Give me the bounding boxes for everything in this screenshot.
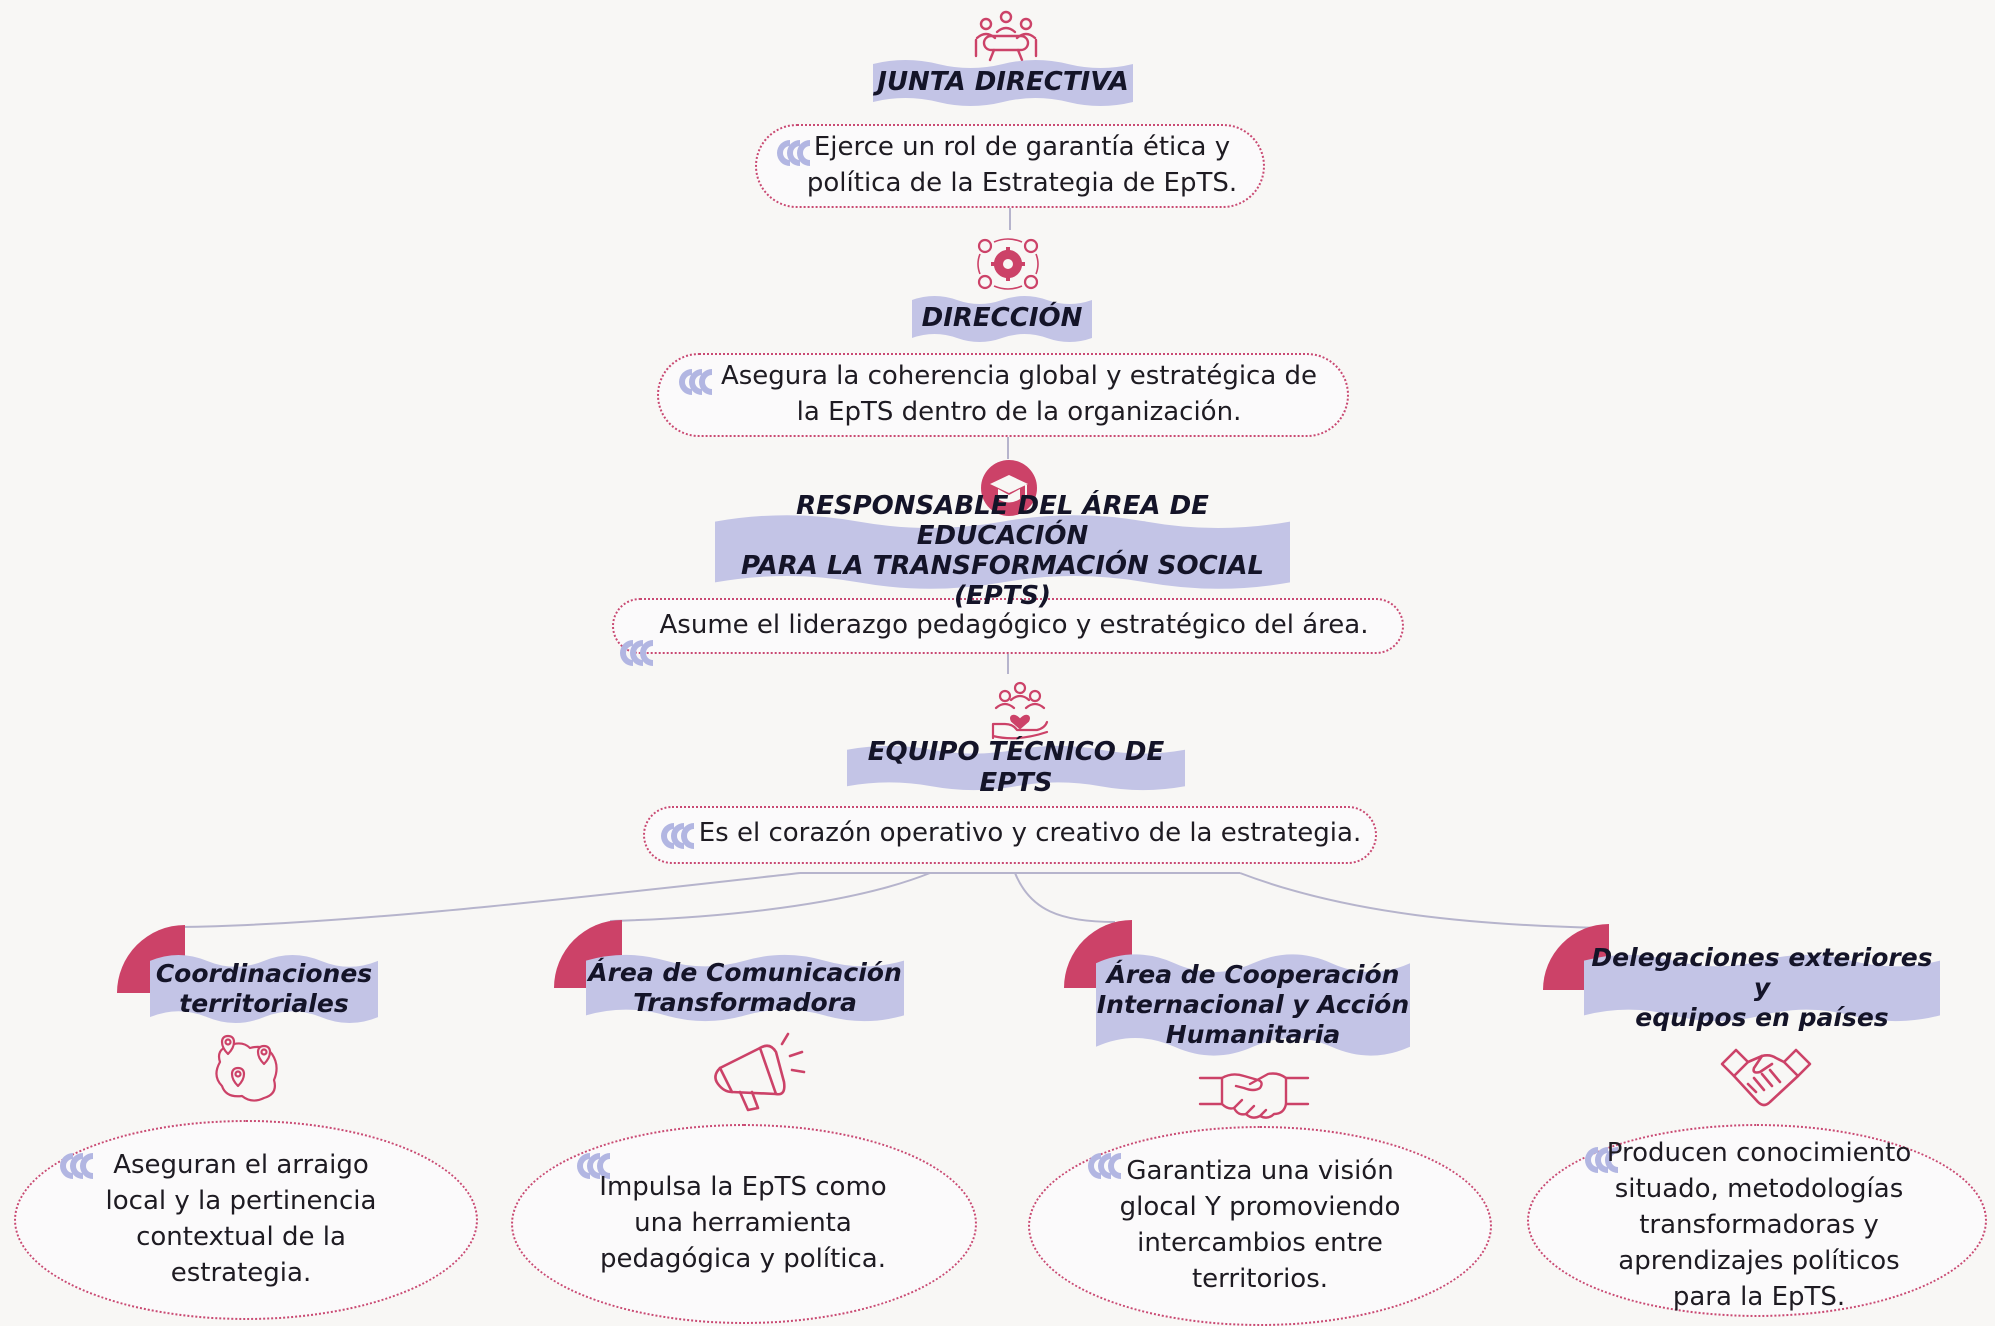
junta-directiva-title: JUNTA DIRECTIVA — [877, 67, 1129, 98]
branch-title-line: Humanitaria — [1165, 1020, 1341, 1049]
description-line: Asume el liderazgo pedagógico y estratég… — [659, 610, 1369, 640]
comunicacion-description: Impulsa la EpTS como una herramienta ped… — [511, 1124, 977, 1324]
coordinaciones-banner: Coordinaciones territoriales — [150, 952, 378, 1026]
branch-title-line: territoriales — [179, 989, 349, 1018]
description-line: una herramienta — [634, 1207, 852, 1238]
junta-directiva-description: Ejerce un rol de garantía ética y políti… — [755, 124, 1265, 208]
megaphone-icon — [710, 1030, 806, 1114]
coordinaciones-description: Aseguran el arraigo local y la pertinenc… — [14, 1120, 478, 1320]
description-line: Garantiza una visión — [1126, 1156, 1394, 1186]
branch-title-line: Delegaciones exteriores y — [1591, 943, 1933, 1002]
meeting-table-icon — [970, 8, 1042, 62]
delegaciones-banner: Delegaciones exteriores y equipos en paí… — [1584, 943, 1940, 1032]
handshake-icon — [1198, 1064, 1310, 1122]
description-line: Producen conocimiento — [1606, 1138, 1912, 1168]
branch-title-line: Transformadora — [633, 988, 857, 1017]
description-line: para la EpTS. — [1672, 1281, 1846, 1312]
description-line: intercambios entre — [1137, 1227, 1383, 1258]
delegaciones-description: Producen conocimiento situado, metodolog… — [1527, 1124, 1987, 1317]
branch-title-line: Área de Cooperación — [1106, 960, 1400, 989]
map-pins-icon — [208, 1032, 286, 1106]
branch-title-line: Coordinaciones — [155, 959, 373, 988]
responsable-title-line: PARA LA TRANSFORMACIÓN SOCIAL (EPTS) — [740, 551, 1265, 611]
connector-line — [1007, 652, 1009, 674]
cooperacion-description: Garantiza una visión glocal Y promoviend… — [1028, 1126, 1492, 1326]
description-line: transformadoras y — [1639, 1209, 1879, 1240]
description-line: Impulsa la EpTS como — [599, 1172, 887, 1202]
equipo-tecnico-description: Es el corazón operativo y creativo de la… — [643, 806, 1377, 864]
junta-directiva-banner: JUNTA DIRECTIVA — [873, 58, 1133, 108]
description-line: política de la Estrategia de EpTS. — [806, 167, 1238, 198]
comunicacion-banner: Área de Comunicación Transformadora — [586, 952, 904, 1024]
cooperacion-banner: Área de Cooperación Internacional y Acci… — [1096, 950, 1410, 1060]
description-line: aprendizajes políticos — [1618, 1245, 1900, 1276]
description-line: Es el corazón operativo y creativo de la… — [698, 818, 1362, 848]
direccion-banner: DIRECCIÓN — [912, 294, 1092, 344]
description-line: Aseguran el arraigo — [113, 1150, 369, 1180]
description-line: glocal Y promoviendo — [1119, 1191, 1401, 1222]
branch-title-line: Internacional y Acción — [1096, 990, 1410, 1019]
equipo-tecnico-title: EQUIPO TÉCNICO DE EPTS — [867, 736, 1165, 798]
branch-title-line: equipos en países — [1635, 1003, 1889, 1032]
description-line: estrategia. — [170, 1257, 312, 1288]
equipo-tecnico-banner: EQUIPO TÉCNICO DE EPTS — [847, 737, 1185, 798]
team-care-icon — [987, 680, 1053, 742]
description-line: territorios. — [1191, 1263, 1329, 1294]
quote-icon — [657, 821, 695, 851]
description-line: pedagógica y política. — [600, 1243, 886, 1274]
description-line: contextual de la — [136, 1221, 346, 1252]
direccion-title: DIRECCIÓN — [921, 303, 1083, 334]
quote-icon — [675, 367, 713, 397]
handshake-icon — [1718, 1040, 1814, 1116]
connector-line — [1007, 435, 1009, 459]
branch-title-line: Área de Comunicación — [588, 958, 902, 987]
description-line: situado, metodologías — [1614, 1173, 1904, 1204]
gear-team-icon — [972, 234, 1044, 294]
responsable-title-line: RESPONSABLE DEL ÁREA DE EDUCACIÓN — [796, 491, 1209, 552]
graduation-cap-icon — [980, 459, 1038, 517]
branch-connectors — [179, 872, 1601, 929]
responsable-description: Asume el liderazgo pedagógico y estratég… — [612, 598, 1404, 654]
description-line: la EpTS dentro de la organización. — [796, 396, 1242, 427]
connector-line — [1009, 208, 1011, 230]
responsable-banner: RESPONSABLE DEL ÁREA DE EDUCACIÓN PARA L… — [715, 491, 1290, 611]
description-line: Asegura la coherencia global y estratégi… — [720, 361, 1318, 391]
description-line: local y la pertinencia — [105, 1185, 377, 1216]
direccion-description: Asegura la coherencia global y estratégi… — [657, 353, 1349, 437]
description-line: Ejerce un rol de garantía ética y — [813, 132, 1231, 162]
